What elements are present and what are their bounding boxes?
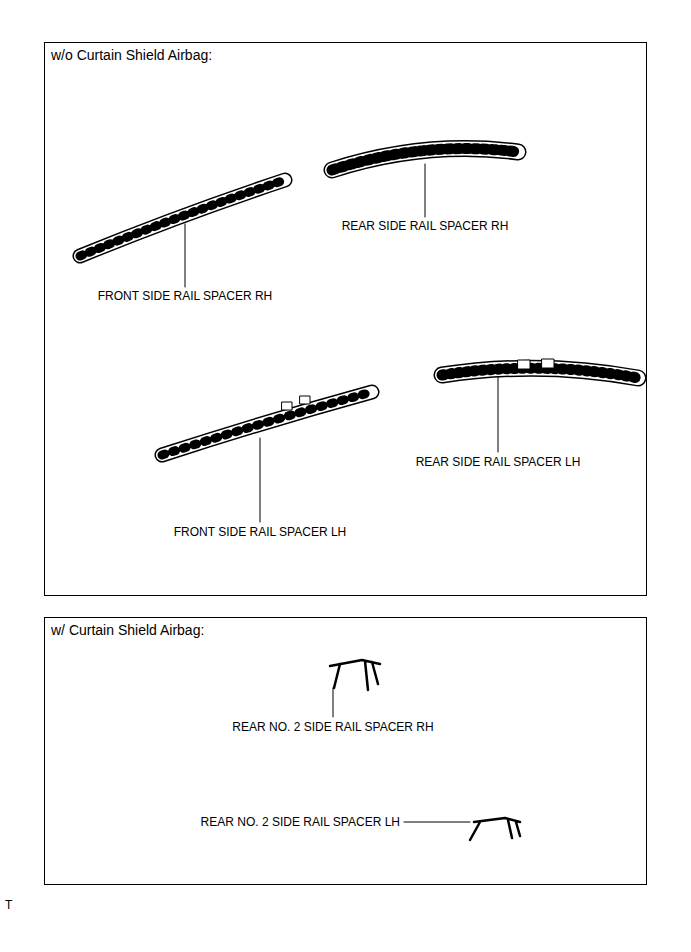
part-name: FRONT SIDE RAIL SPACER LH [173, 525, 347, 539]
part-name: REAR NO. 2 SIDE RAIL SPACER LH [200, 815, 401, 829]
part-name: REAR SIDE RAIL SPACER RH [341, 219, 510, 233]
part-name: REAR NO. 2 SIDE RAIL SPACER RH [231, 720, 434, 734]
panel-heading: w/o Curtain Shield Airbag: [51, 47, 212, 63]
part-name: T [4, 898, 13, 912]
section-panel: w/o Curtain Shield Airbag: [44, 42, 647, 596]
section-panel: w/ Curtain Shield Airbag: [44, 617, 647, 885]
part-name: FRONT SIDE RAIL SPACER RH [97, 289, 273, 303]
panel-heading: w/ Curtain Shield Airbag: [51, 622, 204, 638]
part-name: REAR SIDE RAIL SPACER LH [415, 455, 582, 469]
